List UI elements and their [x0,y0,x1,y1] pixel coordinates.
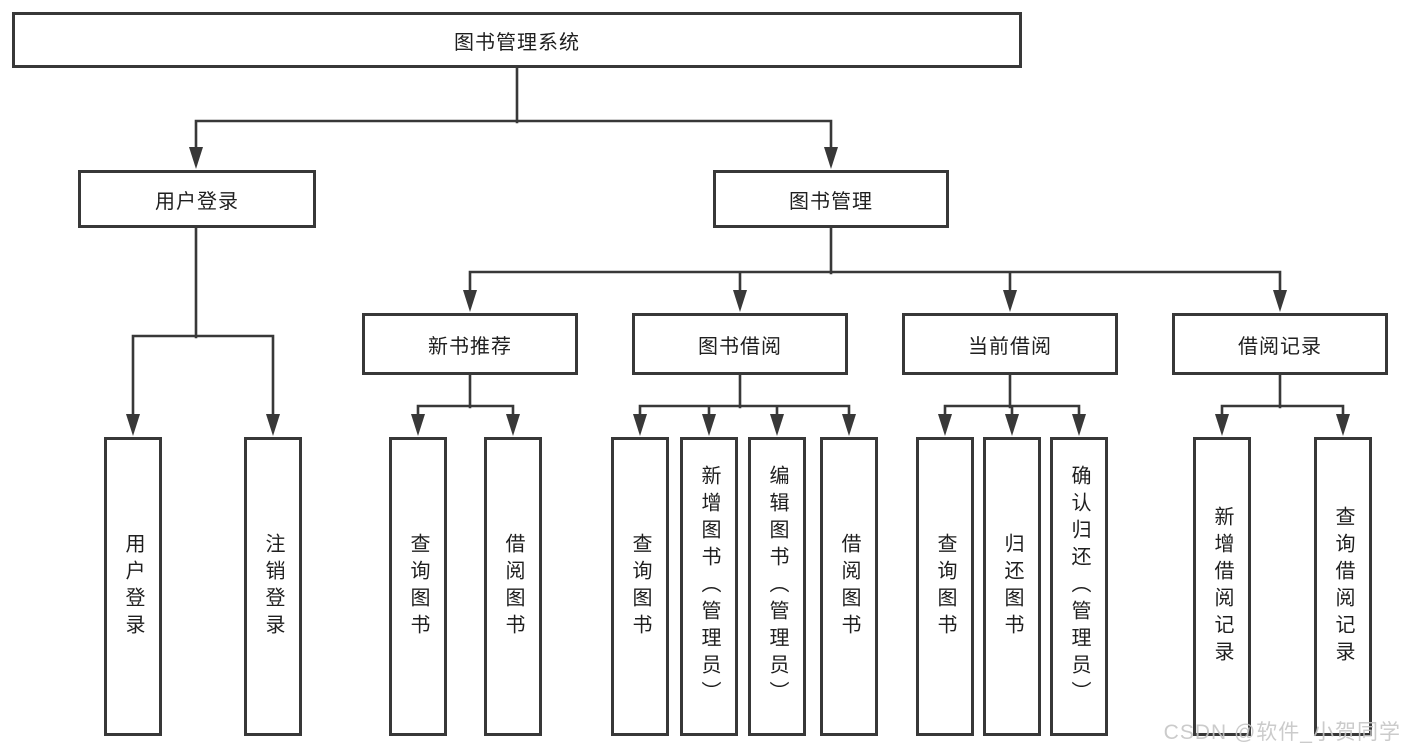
arrowhead [824,147,838,169]
node-label: 新增借阅记录 [1211,505,1233,668]
arrowhead [1336,414,1350,436]
node-label: 编辑图书（管理员） [766,465,788,708]
arrowhead [411,414,425,436]
node-label: 新书推荐 [428,335,512,358]
arrowhead [733,290,747,312]
arrowhead [770,414,784,436]
arrowhead [1215,414,1229,436]
node-leaf-logout: 注销登录 [244,437,302,736]
node-label: 查询借阅记录 [1332,505,1354,668]
arrowhead [633,414,647,436]
node-label: 图书借阅 [698,335,782,358]
node-label: 归还图书 [1001,532,1023,641]
arrowhead [702,414,716,436]
arrowhead [938,414,952,436]
connector-lines [131,66,1345,420]
node-leaf-add-borrow-record: 新增借阅记录 [1193,437,1251,736]
node-label: 查询图书 [934,532,956,641]
node-new-book-recommendation: 新书推荐 [362,313,578,375]
node-label: 当前借阅 [968,335,1052,358]
node-library-management-system: 图书管理系统 [12,12,1022,68]
node-user-login: 用户登录 [78,170,316,228]
arrowhead [1005,414,1019,436]
node-borrowing-records: 借阅记录 [1172,313,1388,375]
node-leaf-search-books: 查询图书 [389,437,447,736]
node-label: 用户登录 [155,190,239,213]
node-leaf-search-books: 查询图书 [611,437,669,736]
node-label: 查询图书 [407,532,429,641]
node-label: 图书管理系统 [454,31,580,54]
node-label: 确认归还（管理员） [1068,465,1090,708]
node-label: 新增图书（管理员） [698,465,720,708]
arrowhead [1003,290,1017,312]
arrowhead [506,414,520,436]
node-book-management: 图书管理 [713,170,949,228]
node-label: 借阅图书 [838,532,860,641]
node-leaf-search-borrow-record: 查询借阅记录 [1314,437,1372,736]
node-leaf-confirm-return-admin: 确认归还（管理员） [1050,437,1108,736]
arrowhead [1072,414,1086,436]
arrowhead [463,290,477,312]
node-label: 用户登录 [122,532,144,641]
arrowhead [126,414,140,436]
arrowhead [1273,290,1287,312]
node-leaf-borrow-books: 借阅图书 [820,437,878,736]
node-label: 图书管理 [789,190,873,213]
watermark: CSDN @软件_小贺同学 [1163,721,1401,744]
node-leaf-add-books-admin: 新增图书（管理员） [680,437,738,736]
node-leaf-return-books: 归还图书 [983,437,1041,736]
node-leaf-user-login: 用户登录 [104,437,162,736]
node-label: 查询图书 [629,532,651,641]
arrowhead [189,147,203,169]
node-book-borrowing: 图书借阅 [632,313,848,375]
arrowhead [842,414,856,436]
node-label: 借阅记录 [1238,335,1322,358]
node-label: 注销登录 [262,532,284,641]
node-leaf-borrow-books: 借阅图书 [484,437,542,736]
arrowhead [266,414,280,436]
node-current-borrowing: 当前借阅 [902,313,1118,375]
node-leaf-edit-books-admin: 编辑图书（管理员） [748,437,806,736]
node-label: 借阅图书 [502,532,524,641]
node-leaf-search-books: 查询图书 [916,437,974,736]
